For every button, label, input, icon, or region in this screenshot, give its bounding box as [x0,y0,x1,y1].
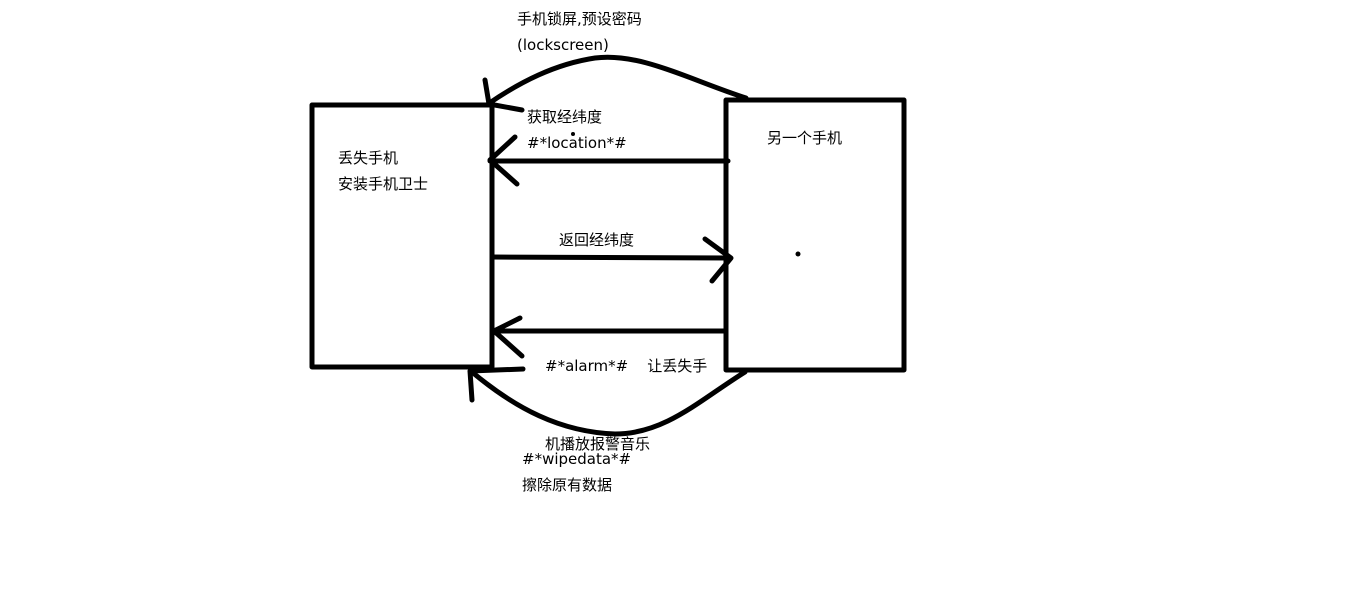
lockscreen-label-line1: 手机锁屏,预设密码 [517,10,642,28]
other-phone-label: 另一个手机 [767,125,842,151]
lost-phone-box [309,102,495,370]
location-label: 获取经纬度 #*location*# [527,104,627,156]
lost-phone-label: 丢失手机 安装手机卫士 [338,145,428,197]
other-phone-box [723,97,907,373]
alarm-label: #*alarm*# 让丢失手 机播放报警音乐 [545,301,707,483]
alarm-label-line1: #*alarm*# 让丢失手 [545,357,708,375]
lockscreen-arrowhead [482,77,525,113]
stray-dot [571,132,575,136]
stray-dot [795,251,801,257]
return-location-arrow [489,254,733,261]
other-phone-label-text: 另一个手机 [767,129,843,147]
location-label-line2: #*location*# [527,134,627,152]
location-label-line1: 获取经纬度 [527,108,603,126]
lost-phone-label-line2: 安装手机卫士 [338,175,429,193]
wipedata-label-line1: #*wipedata*# [522,450,632,468]
wipedata-label: #*wipedata*# 擦除原有数据 [522,446,631,498]
location-arrowhead [487,134,520,187]
lockscreen-label: 手机锁屏,预设密码 (lockscreen) [517,6,642,58]
alarm-arrowhead [491,315,525,359]
wipedata-arrowhead [467,366,526,403]
return-location-label: 返回经纬度 [559,227,634,253]
wipedata-arrow [469,369,748,437]
lost-phone-label-line1: 丢失手机 [338,149,399,167]
wipedata-label-line2: 擦除原有数据 [522,476,613,494]
return-location-label-text: 返回经纬度 [559,231,635,249]
lockscreen-label-line2: (lockscreen) [517,36,609,54]
alarm-label-line2: 机播放报警音乐 [545,435,651,453]
lockscreen-arrow [485,54,749,107]
return-location-arrowhead [702,236,734,284]
